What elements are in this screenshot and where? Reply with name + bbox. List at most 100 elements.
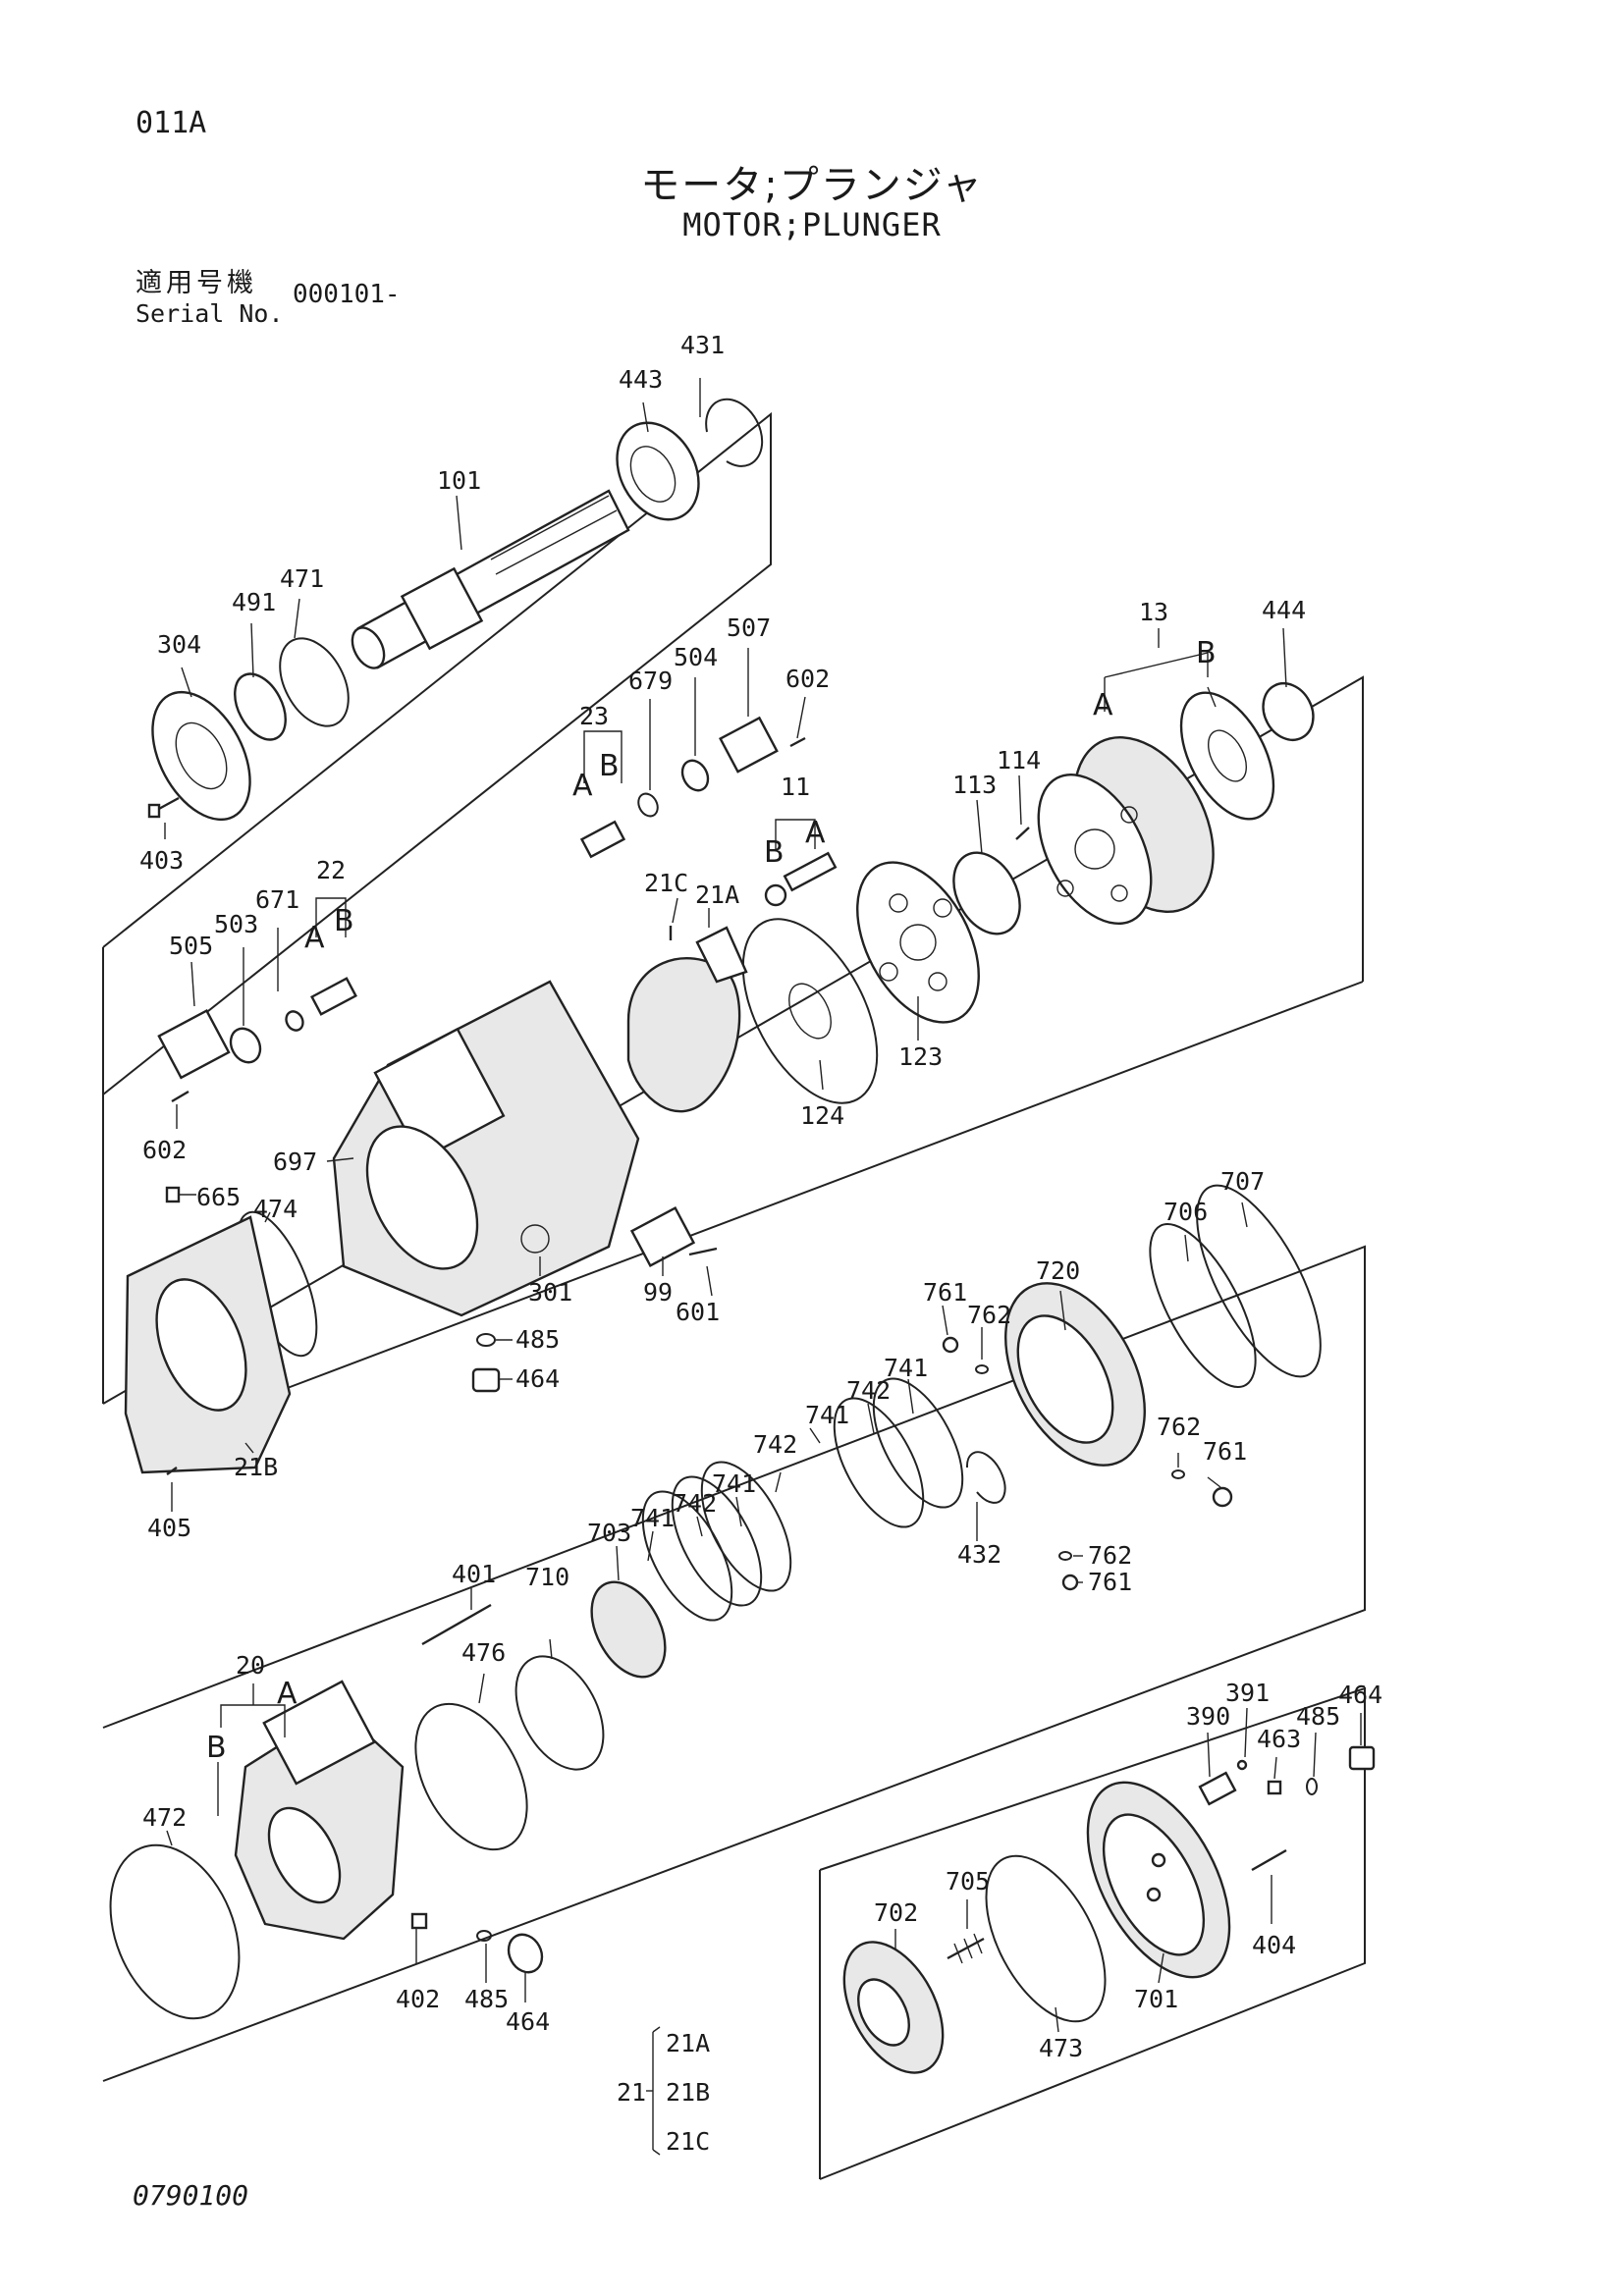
cover-505 [157, 1009, 231, 1080]
callout-761c: 761 [1088, 1568, 1132, 1596]
oring-473 [985, 1854, 1107, 2023]
callout-304: 304 [157, 630, 201, 659]
callout-431: 431 [680, 331, 725, 359]
callout-20A: A [277, 1677, 298, 1711]
callout-22: 22 [316, 856, 346, 884]
swash-support-21A [626, 926, 748, 1113]
callout-485a: 485 [515, 1325, 560, 1354]
orings-762 [975, 1364, 1185, 1561]
oring-485a [476, 1333, 496, 1347]
valve-22 [229, 977, 357, 1064]
callout-710: 710 [525, 1563, 569, 1591]
callout-485b: 485 [464, 1985, 509, 2013]
callout-301: 301 [528, 1278, 572, 1307]
oring-472 [109, 1843, 241, 2020]
callout-11A: A [805, 816, 826, 850]
callout-21B: 21B [234, 1453, 278, 1481]
retainer-plate-123 [856, 861, 980, 1024]
callout-703: 703 [587, 1519, 631, 1547]
callout-762b: 762 [1157, 1413, 1201, 1441]
drive-shaft [351, 489, 630, 669]
page-code: 011A [135, 106, 207, 140]
bearing-444 [1262, 682, 1315, 741]
callout-464b: 464 [506, 2007, 550, 2036]
spring-705 [947, 1933, 985, 1964]
brake-casing-720 [1004, 1282, 1146, 1467]
callout-701: 701 [1134, 1985, 1178, 2013]
callout-741d: 741 [630, 1504, 675, 1532]
callout-742c: 742 [673, 1489, 717, 1518]
parts-390-391-463-485-464 [1198, 1745, 1376, 1806]
callout-720: 720 [1036, 1256, 1080, 1285]
callout-22B: B [334, 904, 354, 938]
callout-485c: 485 [1296, 1702, 1340, 1731]
callout-761a: 761 [923, 1278, 967, 1307]
callout-742a: 742 [846, 1376, 891, 1405]
bearing-443 [616, 421, 700, 521]
brake-piston-703 [590, 1580, 667, 1679]
callout-697: 697 [273, 1148, 317, 1176]
callout-114: 114 [997, 746, 1041, 774]
callout-23A: A [572, 769, 593, 803]
callout-472: 472 [142, 1803, 187, 1832]
callout-11B: B [764, 835, 785, 870]
callout-503: 503 [214, 910, 258, 938]
spring-114 [1015, 827, 1030, 840]
callout-761b: 761 [1203, 1437, 1247, 1466]
callout-705: 705 [946, 1867, 990, 1896]
legend-item-21C: 21C [666, 2127, 710, 2156]
callout-444: 444 [1262, 596, 1306, 624]
piston-11 [764, 851, 838, 907]
oil-seal-491 [234, 672, 287, 741]
bolt-404 [1251, 1848, 1287, 1872]
legend-item-21A: 21A [666, 2029, 710, 2057]
callout-504: 504 [674, 643, 718, 671]
backup-ring-706 [1149, 1223, 1257, 1388]
group-legend-21: 21 21A 21B 21C [617, 2029, 710, 2156]
callout-671: 671 [255, 885, 299, 914]
legend-item-21B: 21B [666, 2078, 710, 2107]
callout-679: 679 [628, 667, 673, 695]
legend-group-number: 21 [617, 2078, 646, 2107]
leader-lines [164, 378, 1362, 2156]
cylinder-block-13A [1037, 736, 1215, 926]
callout-13: 13 [1139, 598, 1168, 626]
callout-741b: 741 [805, 1401, 849, 1429]
callout-491: 491 [232, 588, 276, 616]
callout-762a: 762 [967, 1301, 1011, 1329]
callout-463: 463 [1257, 1725, 1301, 1753]
valve-23 [579, 820, 626, 859]
callout-20: 20 [236, 1651, 265, 1680]
bolt-601 [688, 1247, 718, 1256]
callout-22A: A [304, 921, 325, 955]
oring-471 [279, 637, 350, 727]
callout-665: 665 [196, 1183, 241, 1211]
callout-602a: 602 [785, 665, 830, 693]
callout-402: 402 [396, 1985, 440, 2013]
callout-601: 601 [676, 1298, 720, 1326]
callout-403: 403 [139, 846, 184, 875]
plug-665 [165, 1186, 181, 1203]
callout-706: 706 [1164, 1198, 1208, 1226]
callout-21C: 21C [644, 869, 688, 897]
cover-304 [151, 690, 251, 822]
bearing-113 [952, 851, 1021, 935]
callout-471: 471 [280, 564, 324, 593]
oring-476 [414, 1702, 528, 1851]
rear-cover-701 [1086, 1781, 1231, 1979]
callout-476: 476 [461, 1638, 506, 1667]
swash-plate-124 [741, 918, 879, 1104]
serial-label-english: Serial No. [135, 299, 284, 328]
callout-741a: 741 [884, 1354, 928, 1382]
snap-ring-432 [965, 1451, 1006, 1504]
callout-113: 113 [952, 771, 997, 799]
bolt-405 [166, 1467, 178, 1475]
bolt-401 [421, 1603, 492, 1646]
plug-507 [719, 716, 779, 774]
callout-401: 401 [452, 1560, 496, 1588]
callout-702: 702 [874, 1898, 918, 1927]
bolt-602a [789, 736, 806, 748]
oring-710 [514, 1655, 605, 1771]
bolt-602b [171, 1090, 189, 1103]
casing-301 [332, 980, 640, 1317]
